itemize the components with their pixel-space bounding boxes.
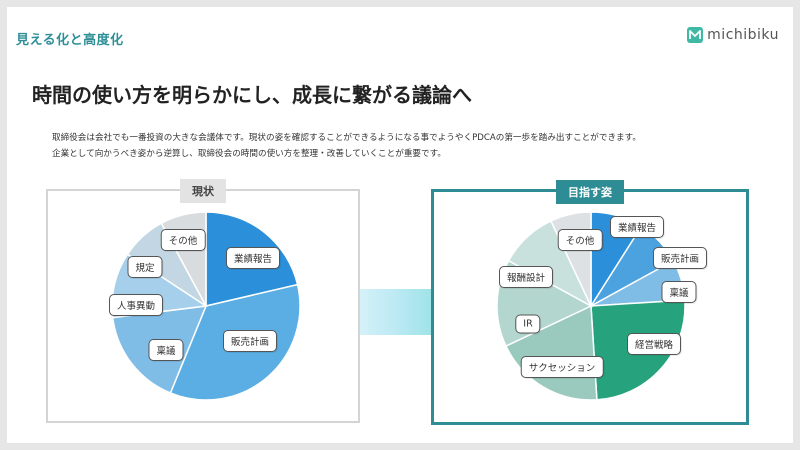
current-pie-label: 規定 [127, 256, 163, 278]
body-line-2: 企業として向かうべき姿から逆算し、取締役会の時間の使い方を整理・改善していくこと… [52, 149, 446, 159]
target-pie-label: その他 [557, 229, 603, 251]
current-pie-label: 販売計画 [222, 330, 278, 352]
target-pie-label: 業績報告 [609, 216, 665, 238]
target-pie-chart [496, 211, 686, 401]
section-title: 見える化と高度化 [16, 33, 124, 48]
target-pie-label: 報酬設計 [498, 266, 554, 288]
current-pie-label: 人事異動 [108, 294, 164, 316]
target-pie-label: サクセッション [520, 356, 604, 378]
michibiku-logo-icon [687, 27, 704, 43]
target-pie-label: IR [515, 314, 541, 334]
current-state-tag: 現状 [180, 179, 226, 203]
current-pie-label: 稟議 [148, 339, 184, 361]
target-state-tag: 目指す姿 [556, 180, 624, 204]
current-pie-label: 業績報告 [225, 247, 281, 269]
body-text: 取締役会は会社でも一番投資の大きな会議体です。現状の姿を確認することができるよう… [52, 130, 641, 162]
target-pie-label: 経営戦略 [626, 333, 682, 355]
logo-text: michibiku [707, 27, 779, 43]
target-pie-label: 販売計画 [652, 247, 708, 269]
current-pie-label: その他 [160, 229, 206, 251]
logo: michibiku [687, 27, 779, 43]
slide: 見える化と高度化 michibiku 時間の使い方を明らかにし、成長に繋がる議論… [7, 7, 793, 443]
body-line-1: 取締役会は会社でも一番投資の大きな会議体です。現状の姿を確認することができるよう… [52, 133, 641, 143]
target-pie-label: 稟議 [661, 281, 697, 303]
headline: 時間の使い方を明らかにし、成長に繋がる議論へ [32, 83, 472, 107]
